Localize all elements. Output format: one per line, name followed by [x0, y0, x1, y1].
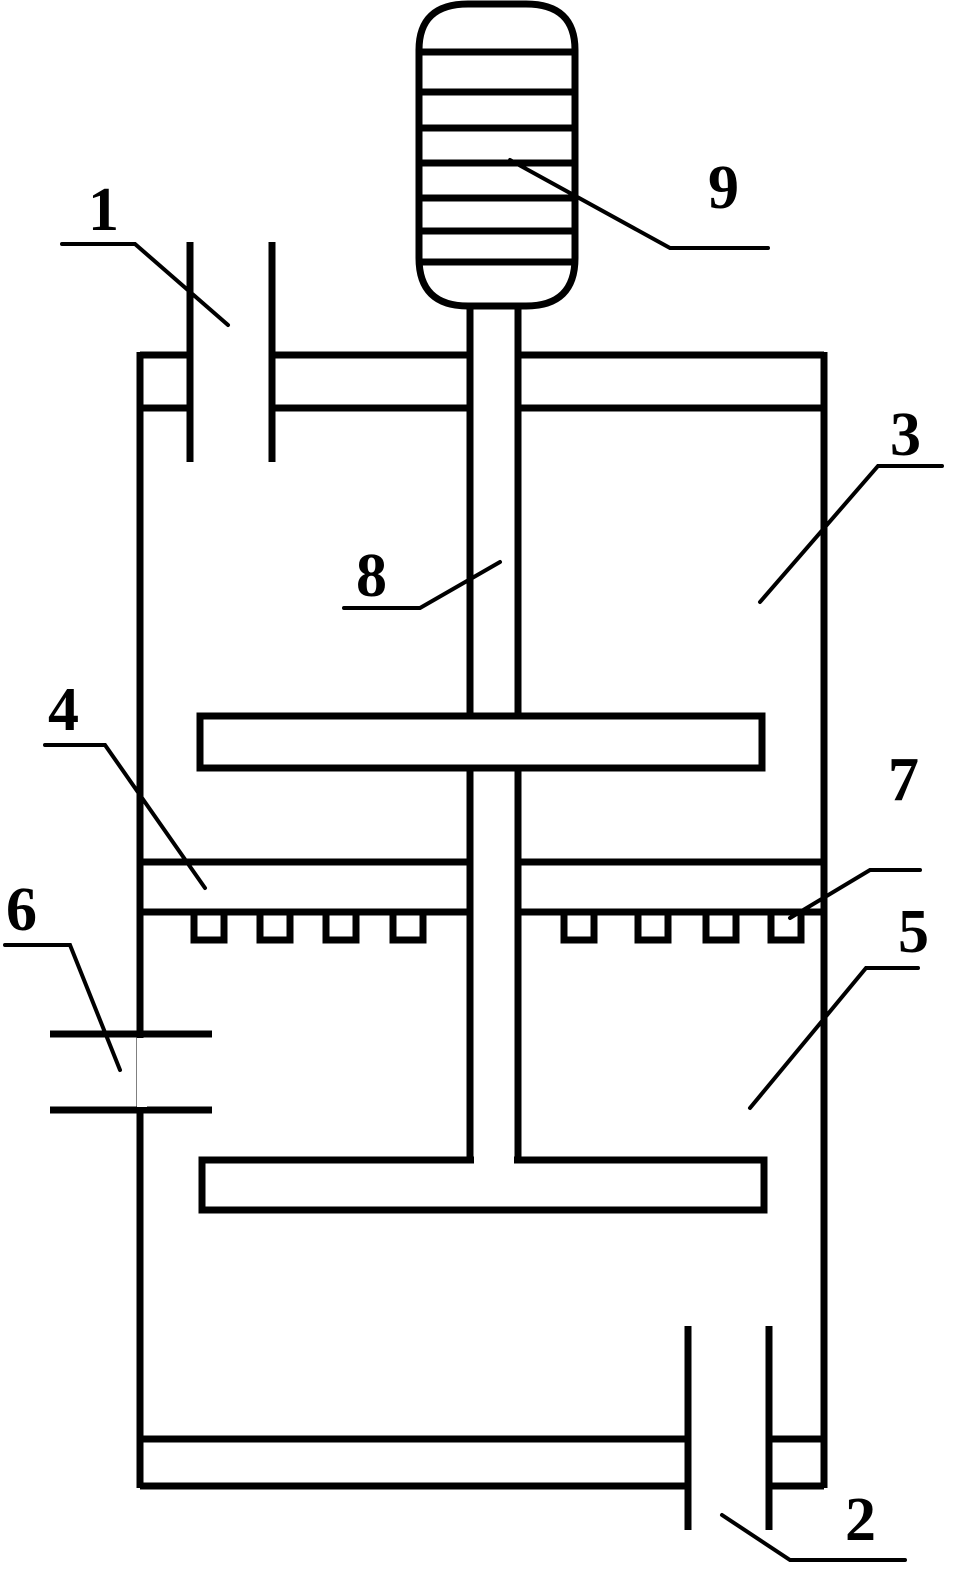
label-8: 8	[356, 542, 387, 610]
label-1: 1	[88, 176, 119, 244]
nozzle	[389, 908, 427, 944]
nozzle	[767, 908, 805, 944]
label-5: 5	[898, 898, 929, 966]
label-6: 6	[6, 876, 37, 944]
label-3: 3	[890, 401, 921, 469]
upper-stirring-blade	[196, 712, 766, 772]
lower-stirring-blade	[198, 1156, 768, 1214]
nozzle	[702, 908, 740, 944]
nozzle	[256, 908, 294, 944]
leader-8	[342, 560, 502, 610]
outlet-pipe	[684, 1326, 773, 1530]
reference-numerals: 1 2 3 4 5 6 7 8 9	[6, 154, 929, 1554]
nozzle	[560, 908, 598, 944]
nozzle	[634, 908, 672, 944]
leader-6	[3, 943, 122, 1072]
leader-5	[748, 966, 920, 1110]
motor-housing	[415, 0, 579, 310]
label-2: 2	[845, 1486, 876, 1554]
vessel	[136, 351, 828, 1490]
label-4: 4	[48, 676, 79, 744]
nozzle	[190, 908, 228, 944]
leader-7	[788, 868, 922, 920]
leader-1	[60, 242, 230, 327]
side-pipe-opening	[137, 1038, 147, 1107]
motor	[415, 0, 579, 310]
leader-lines	[3, 158, 944, 1562]
leader-2	[720, 1513, 907, 1562]
label-7: 7	[888, 746, 919, 814]
leader-9	[508, 158, 770, 250]
leader-4	[43, 743, 207, 890]
shaft-blade-joint	[474, 1150, 514, 1166]
nozzle	[322, 908, 360, 944]
inlet-pipe	[186, 242, 276, 462]
label-9: 9	[708, 154, 739, 222]
partition-plate	[140, 858, 824, 916]
side-pipe	[50, 1030, 212, 1114]
nozzle-row	[190, 908, 805, 944]
leader-3	[758, 464, 944, 604]
